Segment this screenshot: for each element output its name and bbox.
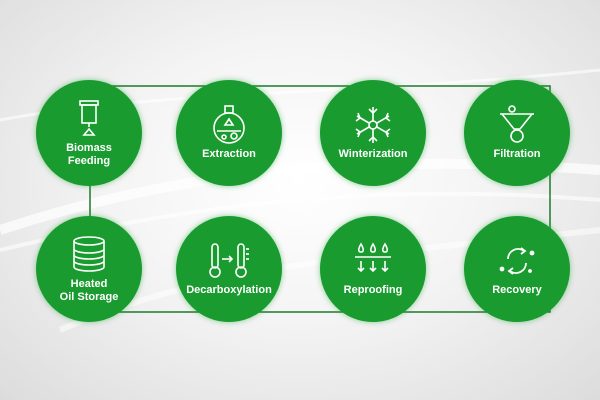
step-label: Extraction bbox=[202, 148, 256, 160]
step-label: Heated Oil Storage bbox=[59, 277, 119, 303]
step-recovery: Recovery bbox=[464, 216, 570, 322]
step-label: Winterization bbox=[338, 148, 408, 160]
step-decarboxylation: Decarboxylation bbox=[176, 216, 282, 322]
storage-tank-icon bbox=[73, 235, 105, 272]
step-label: Biomass Feeding bbox=[66, 141, 112, 167]
snowflake-icon bbox=[355, 107, 391, 143]
step-extraction: Extraction bbox=[176, 80, 282, 186]
hopper-icon bbox=[79, 99, 99, 136]
step-label: Reproofing bbox=[343, 284, 403, 296]
flask-icon bbox=[213, 105, 245, 144]
recycle-icon bbox=[499, 247, 535, 275]
thermometer-icon bbox=[209, 243, 249, 278]
step-label: Decarboxylation bbox=[186, 284, 272, 296]
step-label: Filtration bbox=[493, 148, 541, 160]
step-label: Recovery bbox=[492, 284, 542, 296]
droplets-icon bbox=[355, 242, 391, 273]
funnel-icon bbox=[500, 105, 534, 143]
step-heated-oil-storage: Heated Oil Storage bbox=[36, 216, 142, 322]
step-biomass-feeding: Biomass Feeding bbox=[36, 80, 142, 186]
step-reproofing: Reproofing bbox=[320, 216, 426, 322]
step-filtration: Filtration bbox=[464, 80, 570, 186]
step-winterization: Winterization bbox=[320, 80, 426, 186]
